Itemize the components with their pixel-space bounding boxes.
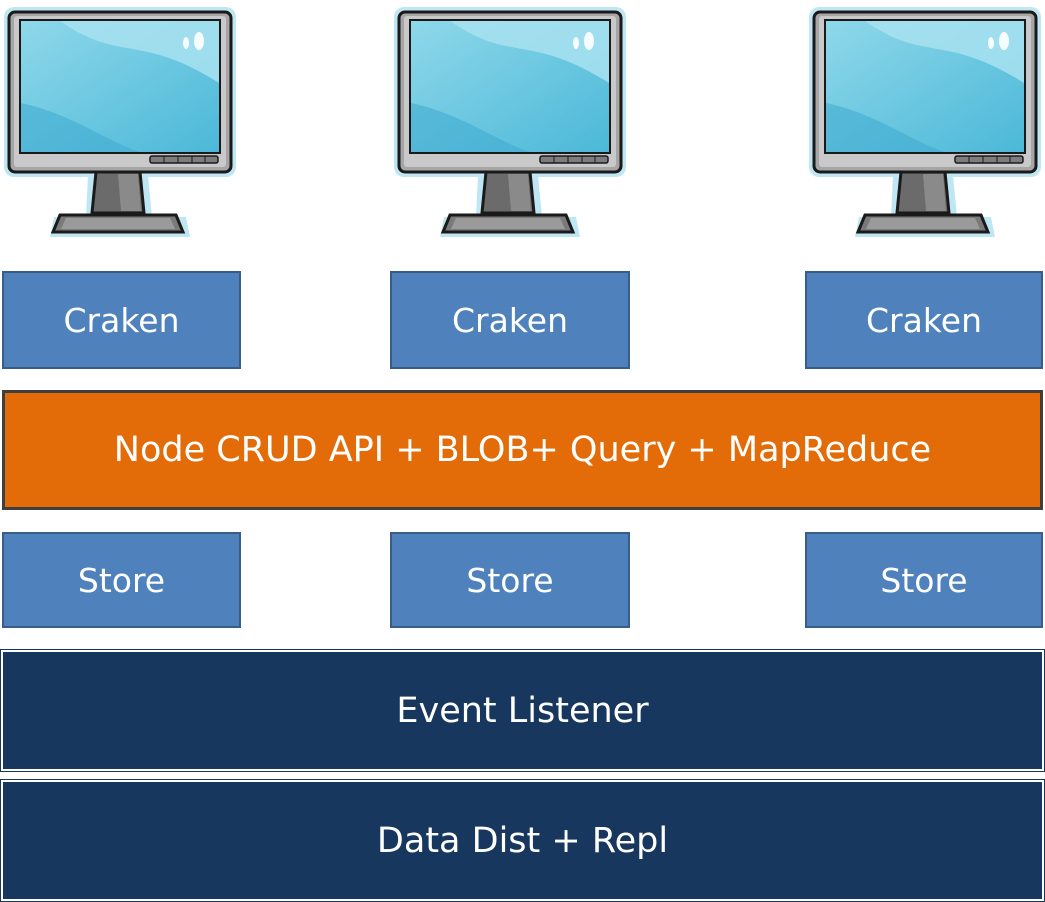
store-node-1: Store [2,532,241,628]
store-node-label: Store [880,560,968,600]
data-dist-label: Data Dist + Repl [376,820,669,861]
store-node-3: Store [805,532,1043,628]
craken-node-label: Craken [452,300,568,340]
store-node-2: Store [390,532,630,628]
store-node-label: Store [466,560,554,600]
event-listener-layer: Event Listener [0,649,1045,772]
craken-node-label: Craken [63,300,180,340]
api-layer: Node CRUD API + BLOB+ Query + MapReduce [2,390,1043,510]
craken-node-2: Craken [390,271,630,369]
craken-node-1: Craken [2,271,241,369]
monitor-icon [0,3,240,239]
monitor-icon [390,3,630,239]
data-dist-layer: Data Dist + Repl [0,779,1045,902]
craken-node-label: Craken [866,300,982,340]
craken-node-3: Craken [805,271,1043,369]
store-node-label: Store [77,560,166,600]
api-layer-label: Node CRUD API + BLOB+ Query + MapReduce [113,430,932,470]
event-listener-label: Event Listener [396,690,649,731]
monitor-icon [805,3,1045,239]
